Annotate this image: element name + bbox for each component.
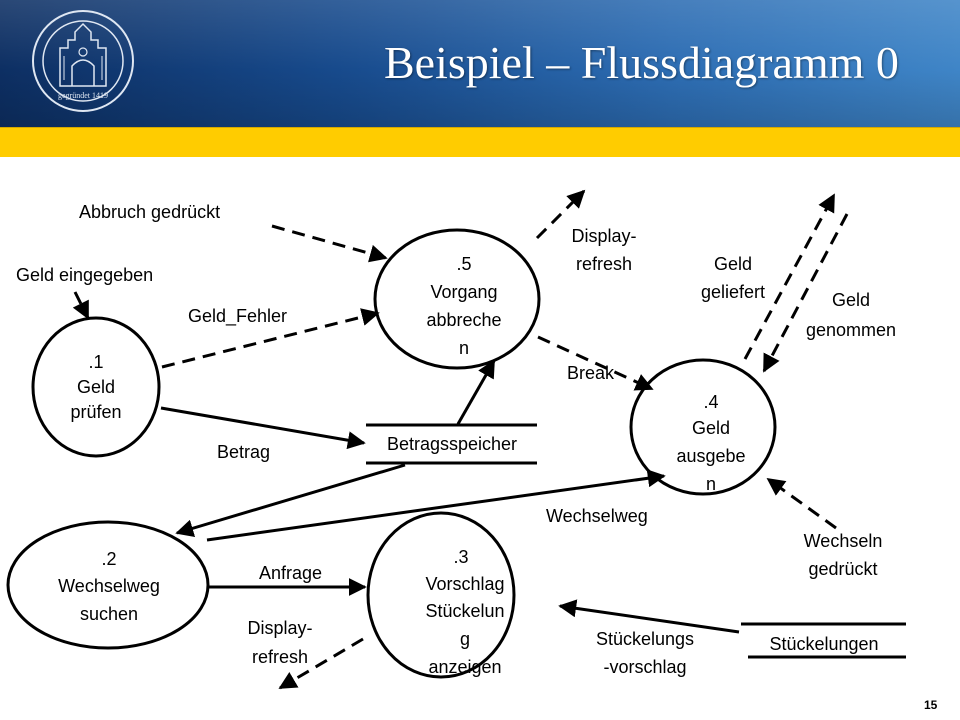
flow-label-stueckelungsvorschlag: -vorschlag (603, 657, 686, 677)
flow-store-to-p2-arrow (175, 463, 406, 537)
process-5-label-line: n (459, 338, 469, 358)
process-2-bubble (6, 520, 210, 650)
flow-label-display-refresh-top: Display- (571, 226, 636, 246)
store-stueckelungen-label: Stückelungen (769, 634, 878, 654)
flow-label-geld-genommen: genommen (806, 320, 896, 340)
flow-label-geld-geliefert: geliefert (701, 282, 765, 302)
process-1-label-line: prüfen (70, 402, 121, 422)
process-1-label-line: Geld (77, 377, 115, 397)
flow-geld-geliefert-arrow (743, 193, 836, 360)
process-1-bubble (31, 316, 161, 458)
flow-label-display-refresh-bottom: refresh (252, 647, 308, 667)
flow-geld-fehler-arrow (161, 308, 380, 369)
process-2-label-line: Wechselweg (58, 576, 160, 596)
process-5-bubble (373, 228, 541, 370)
flow-label-break: Break (567, 363, 615, 383)
process-4-number: .4 (703, 392, 718, 412)
university-seal-icon: gegründet 1419 (32, 10, 134, 112)
process-5-number: .5 (456, 254, 471, 274)
process-2-number: .2 (101, 549, 116, 569)
flow-label-wechseln-gedrueckt: gedrückt (808, 559, 877, 579)
flow-abbruch-arrow (271, 224, 388, 263)
flow-label-geld-fehler: Geld_Fehler (188, 306, 287, 327)
flow-store-to-p5-arrow (456, 359, 496, 425)
process-3-number: .3 (453, 547, 468, 567)
process-5-label-line: Vorgang (430, 282, 497, 302)
flow-label-betrag: Betrag (217, 442, 270, 462)
flow-label-display-refresh-top: refresh (576, 254, 632, 274)
process-4-bubble (629, 358, 777, 496)
flow-label-geld-genommen: Geld (832, 290, 870, 310)
process-3-bubble (366, 511, 516, 679)
slide-number: 15 (924, 698, 938, 712)
flow-label-wechseln-gedrueckt: Wechseln (804, 531, 883, 551)
flow-geld-eingegeben-arrow (72, 291, 90, 320)
flow-label-geld-geliefert: Geld (714, 254, 752, 274)
process-3-label-line: Vorschlag (425, 574, 504, 594)
flow-label-anfrage: Anfrage (259, 563, 322, 583)
process-3-label-line: Stückelun (425, 601, 504, 621)
banner-gloss (0, 0, 960, 127)
process-5-label-line: abbreche (426, 310, 501, 330)
process-3-label-line: g (460, 629, 470, 649)
seal-text: gegründet 1419 (58, 91, 108, 100)
accent-bar (0, 127, 960, 157)
slide-title: Beispiel – Flussdiagramm 0 (384, 37, 899, 88)
flow-betrag-arrow (160, 406, 366, 450)
flow-label-wechselweg: Wechselweg (546, 506, 648, 526)
flow-label-display-refresh-bottom: Display- (247, 618, 312, 638)
flow-label-stueckelungsvorschlag: Stückelungs (596, 629, 694, 649)
flow-geld-genommen-arrow (762, 213, 849, 373)
process-4-label-line: Geld (692, 418, 730, 438)
flow-display-refresh-bottom-arrow (278, 637, 364, 690)
flow-display-refresh-top-arrow (535, 189, 586, 240)
flow-stueckelungsvorschlag-arrow (558, 599, 740, 634)
process-2-label-line: suchen (80, 604, 138, 624)
flow-wechselweg-arrow (206, 469, 666, 542)
process-4-label-line: n (706, 474, 716, 494)
flow-label-abbruch: Abbruch gedrückt (79, 202, 220, 222)
title-banner (0, 0, 960, 127)
process-4-label-line: ausgebe (676, 446, 745, 466)
store-betrag-label: Betragsspeicher (387, 434, 517, 454)
flow-wechseln-gedrueckt-arrow (766, 477, 837, 530)
flow-label-geld-eingegeben: Geld eingegeben (16, 265, 153, 285)
process-3-label-line: anzeigen (428, 657, 501, 677)
process-1-number: .1 (88, 352, 103, 372)
